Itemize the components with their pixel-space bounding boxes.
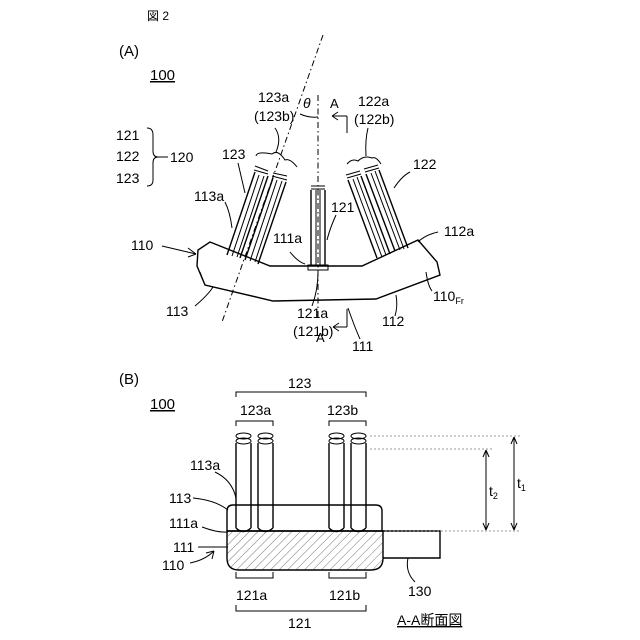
label-120: 120: [170, 149, 194, 165]
label-123-fan: 123: [222, 146, 246, 162]
leader-123: [238, 163, 245, 193]
label-t2: t2: [489, 483, 498, 501]
label-b-123: 123: [288, 375, 312, 391]
label-b-113: 113: [169, 490, 192, 506]
rod-123a-outer: [227, 172, 268, 258]
panel-a: (A) 100 θ: [116, 35, 474, 354]
label-122a: 122a: [358, 93, 389, 109]
rod-group-123: [227, 166, 287, 264]
label-111: 111: [352, 338, 373, 354]
leader-b-111a: [202, 527, 228, 532]
label-112: 112: [382, 313, 405, 329]
label-111a: 111a: [273, 230, 302, 246]
rod-b4: [351, 443, 366, 532]
label-121-center: 121: [331, 199, 355, 215]
label-121-list: 121: [116, 127, 140, 143]
label-t1: t1: [517, 475, 526, 493]
rod-123-tops: [254, 166, 287, 180]
label-123-list: 123: [116, 170, 140, 186]
bracket-123: [236, 392, 366, 397]
rod-122b-outer: [366, 170, 408, 251]
leader-122a: [366, 128, 368, 156]
rod-122-tops: [346, 165, 379, 178]
leader-111: [348, 308, 360, 339]
rods-section: [236, 433, 366, 532]
leader-b-113: [193, 498, 228, 510]
label-123a: 123a: [258, 89, 289, 105]
rod-122a-outer: [348, 176, 390, 258]
label-b-123b: 123b: [327, 402, 358, 418]
bracket-123a: [236, 421, 273, 426]
rod-b1: [236, 443, 251, 532]
brace-120: [147, 128, 158, 186]
theta-arc: [300, 114, 318, 117]
label-b-130: 130: [408, 583, 432, 599]
section-caption: A-A断面図: [397, 612, 462, 628]
label-110fr: 110Fr: [433, 288, 464, 306]
leader-b-130: [407, 558, 415, 582]
rod-123b-outer: [245, 178, 286, 264]
figure-title: 図 2: [147, 9, 169, 23]
bracket-121: [236, 605, 366, 611]
leader-122: [394, 172, 410, 188]
leader-113: [195, 287, 213, 306]
axis-tilted: [222, 35, 323, 322]
panel-a-ref-100: 100: [150, 67, 175, 84]
label-121b: (121b): [293, 323, 333, 339]
leader-121: [327, 215, 336, 240]
rod-b3: [329, 443, 344, 532]
leader-112a: [418, 232, 438, 242]
section-a-top: A: [330, 96, 339, 111]
leader-123a: [275, 128, 279, 152]
rod-121-outline: [311, 190, 325, 266]
bracket-122a: [347, 157, 381, 164]
leader-110fr: [426, 272, 432, 291]
theta-label: θ: [303, 95, 311, 111]
label-113: 113: [166, 303, 189, 319]
label-123b: (123b): [254, 108, 294, 124]
label-121a: 121a: [297, 305, 328, 321]
label-b-123a: 123a: [240, 402, 271, 418]
section-line-top: [332, 116, 347, 133]
bracket-123a: [256, 152, 297, 167]
label-113a: 113a: [194, 188, 224, 204]
bracket-123b: [329, 421, 366, 426]
label-110: 110: [131, 237, 154, 253]
plate-130: [383, 531, 440, 558]
label-122-fan: 122: [413, 156, 437, 172]
bracket-121a: [236, 572, 273, 578]
leader-b-113a: [215, 472, 236, 498]
label-b-110: 110: [162, 557, 185, 573]
label-112a: 112a: [444, 223, 474, 239]
panel-b-label: (B): [119, 371, 139, 388]
leader-111a: [290, 252, 305, 264]
section-line-bottom: [333, 309, 347, 327]
label-122b: (122b): [354, 111, 394, 127]
body-113: [227, 505, 382, 531]
panel-b-ref-100: 100: [150, 396, 175, 413]
panel-b: (B) 100 t2: [119, 371, 526, 631]
rod-b2: [258, 443, 273, 532]
label-b-111a: 111a: [169, 515, 198, 531]
section-111-hatched: [227, 531, 383, 570]
rod-121-inner: [316, 190, 320, 266]
panel-a-label: (A): [119, 43, 139, 60]
rod-group-122: [346, 165, 408, 258]
bracket-121b: [329, 572, 366, 578]
body-110-left-edge: [200, 272, 204, 283]
label-b-121: 121: [288, 615, 312, 631]
label-b-111: 111: [173, 539, 194, 555]
label-122-list: 122: [116, 148, 140, 164]
label-b-121a: 121a: [236, 587, 267, 603]
label-b-113a: 113a: [190, 457, 220, 473]
leader-113a: [225, 202, 232, 228]
label-b-121b: 121b: [329, 587, 360, 603]
